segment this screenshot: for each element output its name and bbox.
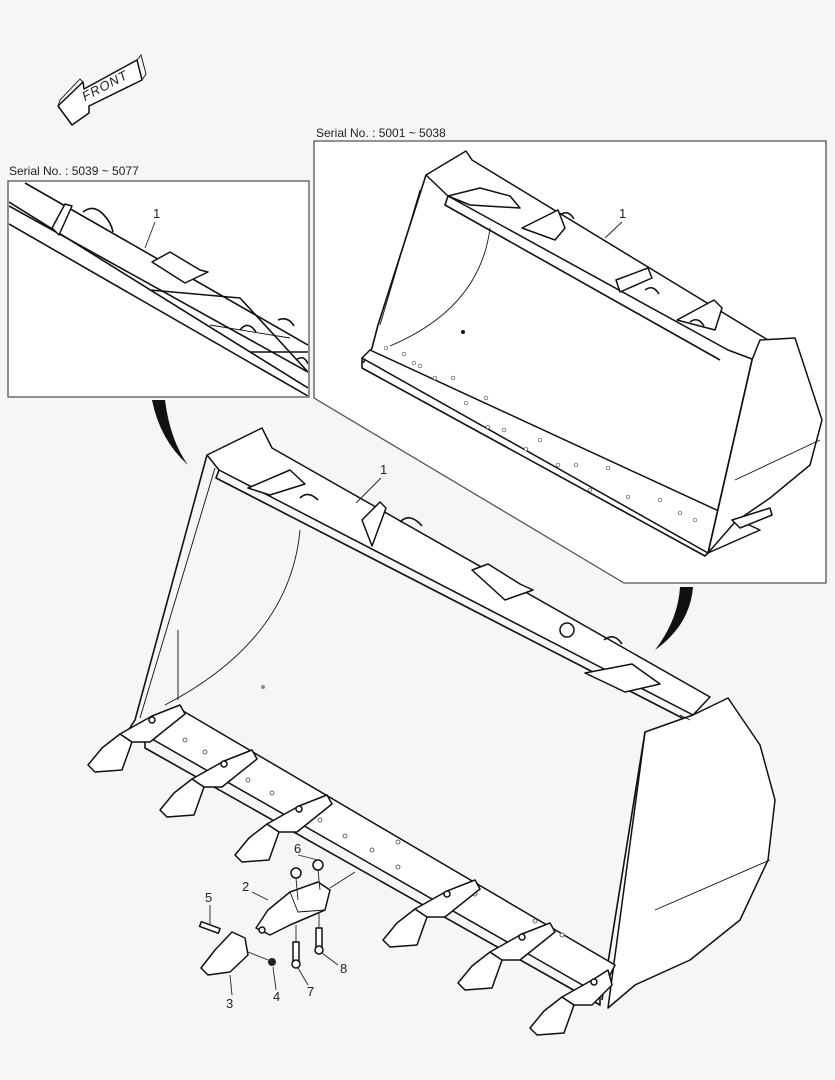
main-bucket-drawing xyxy=(121,427,776,1009)
callout-1-left-inset: 1 xyxy=(153,206,161,221)
callout-2: 2 xyxy=(242,879,250,894)
connector-swoosh-right xyxy=(655,587,693,650)
callout-7: 7 xyxy=(307,984,315,999)
tooth-6 xyxy=(529,969,613,1036)
inset-right-frame xyxy=(313,140,827,584)
serial-label-right: Serial No. : 5001 ~ 5038 xyxy=(316,126,446,140)
teeth-group xyxy=(87,704,613,1036)
inset-left-drawing xyxy=(9,182,308,396)
callout-8: 8 xyxy=(340,961,348,976)
inset-right-drawing xyxy=(361,150,823,557)
tooth-2 xyxy=(159,749,258,818)
callout-6: 6 xyxy=(294,841,302,856)
callout-1-main: 1 xyxy=(380,462,388,477)
callout-1-right-inset: 1 xyxy=(619,206,627,221)
tooth-1 xyxy=(87,704,186,773)
tooth-3 xyxy=(234,794,333,863)
callout-4: 4 xyxy=(273,989,281,1004)
connector-swoosh-left xyxy=(152,400,188,465)
tooth-4 xyxy=(382,879,481,948)
serial-label-left: Serial No. : 5039 ~ 5077 xyxy=(9,164,139,178)
callout-3: 3 xyxy=(226,996,234,1011)
leader-lines xyxy=(144,221,623,996)
front-arrow-icon xyxy=(57,54,147,126)
callout-5: 5 xyxy=(205,890,213,905)
tooth-5 xyxy=(457,922,556,991)
exploded-parts xyxy=(198,859,356,976)
